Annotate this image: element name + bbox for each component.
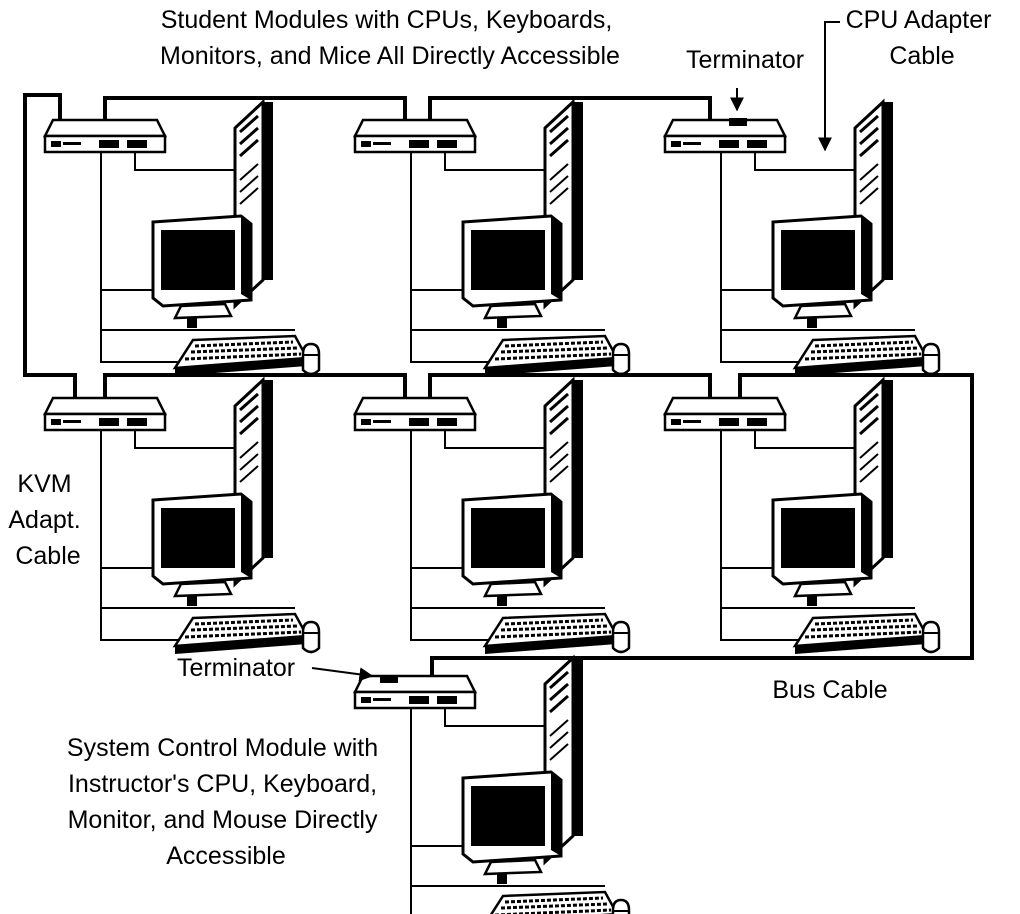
bus-cable-label: Bus Cable — [772, 676, 887, 704]
student-module-2 — [353, 100, 631, 378]
terminator-top-label: Terminator — [686, 46, 804, 74]
terminator-bottom-arrow — [311, 667, 374, 682]
student-module-5 — [353, 378, 631, 656]
terminator-top — [729, 118, 747, 126]
student-module-6 — [663, 378, 941, 656]
student-modules-label: Student Modules with CPUs, Keyboards, Mo… — [160, 6, 620, 70]
terminator-bottom — [380, 675, 398, 683]
cpu-adapter-arrow — [818, 21, 840, 152]
kvm-adapt-cable-label: KVM Adapt. Cable — [8, 470, 87, 570]
terminator-bottom-label: Terminator — [177, 654, 295, 682]
instructor-module — [353, 656, 631, 914]
bus-cable-line — [23, 93, 974, 676]
system-control-module-label: System Control Module with Instructor's … — [67, 734, 385, 870]
student-module-1 — [43, 100, 321, 378]
cpu-adapter-cable-label: CPU Adapter Cable — [846, 6, 999, 70]
student-module-3 — [663, 100, 941, 378]
